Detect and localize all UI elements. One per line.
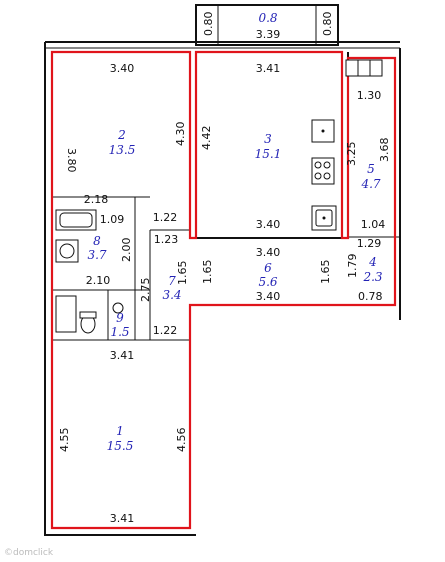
- dim-r1-top: 3.41: [110, 349, 135, 362]
- dim-r3-bottom: 3.40: [256, 218, 281, 231]
- room-balcony: 0.8: [258, 11, 277, 25]
- svg-text:3.4: 3.4: [162, 288, 181, 302]
- dim-balcony-right: 0.80: [321, 12, 334, 37]
- radiator-icon: [345, 59, 383, 77]
- svg-text:6: 6: [264, 261, 272, 275]
- svg-text:7: 7: [168, 274, 176, 288]
- balcony: [195, 4, 339, 46]
- washbasin-icon: [55, 239, 79, 263]
- dim-r5-right: 3.68: [378, 138, 391, 163]
- outer-walls: [44, 41, 401, 536]
- shower-icon: [55, 295, 124, 333]
- svg-text:2.3: 2.3: [362, 270, 382, 284]
- svg-text:15.5: 15.5: [107, 439, 134, 453]
- dim-r8-top-b: 1.09: [100, 213, 125, 226]
- dim-r6-bottom: 3.40: [256, 290, 281, 303]
- dim-r7-right: 1.65: [176, 261, 189, 286]
- svg-text:15.1: 15.1: [255, 147, 282, 161]
- dim-r3-left: 4.42: [200, 126, 213, 151]
- dim-r8-bottom: 2.10: [86, 274, 111, 287]
- svg-text:2: 2: [117, 128, 126, 142]
- dim-r4-bottom: 0.78: [358, 290, 383, 303]
- watermark: ©domclick: [4, 548, 54, 558]
- dim-r5-bottom: 1.04: [361, 218, 386, 231]
- dim-r2-top: 3.40: [110, 62, 135, 75]
- kitchen-sink-icon: [311, 205, 337, 231]
- room-4: 4 2.3: [362, 255, 382, 284]
- kitchen-stove-icon: [311, 157, 335, 185]
- dim-r1-left: 4.55: [58, 428, 71, 453]
- bathtub-icon: [55, 209, 97, 231]
- room-3: 3 15.1: [255, 132, 282, 161]
- dim-r6-right: 1.65: [319, 260, 332, 285]
- svg-text:9: 9: [116, 311, 124, 325]
- dim-r6-left: 1.65: [201, 260, 214, 285]
- dim-r8-top-a: 2.18: [84, 193, 109, 206]
- dim-r1-right: 4.56: [175, 428, 188, 453]
- dim-r2-right: 4.30: [174, 122, 187, 147]
- room-1: 1 15.5: [107, 424, 134, 453]
- dim-r5-top: 1.30: [357, 89, 382, 102]
- room-2: 2 13.5: [109, 128, 136, 157]
- dim-r1-bottom: 3.41: [110, 512, 135, 525]
- svg-text:5.6: 5.6: [258, 275, 277, 289]
- dim-corridor-inner: 1.23: [154, 233, 179, 246]
- svg-text:1.5: 1.5: [110, 325, 129, 339]
- svg-text:0.8: 0.8: [258, 11, 277, 25]
- kitchen-counter-icon: [311, 119, 335, 143]
- svg-text:1: 1: [116, 424, 124, 438]
- dimension-labels: 0.80 0.80 3.39 3.40 3.80 4.30 3.41 4.42 …: [58, 12, 391, 526]
- dim-balcony-left: 0.80: [202, 12, 215, 37]
- dim-r2-left: 3.80: [65, 148, 78, 173]
- dim-r6-top: 3.40: [256, 246, 281, 259]
- dim-r3-top: 3.41: [256, 62, 281, 75]
- svg-text:5: 5: [367, 162, 375, 176]
- room-8: 8 3.7: [87, 234, 106, 262]
- dim-r4-top: 1.29: [357, 237, 382, 250]
- dim-r4-left: 1.79: [346, 254, 359, 279]
- dim-r8-right: 2.00: [120, 238, 133, 263]
- svg-text:13.5: 13.5: [109, 143, 136, 157]
- toilet-icon: [79, 311, 97, 334]
- dim-balcony-width: 3.39: [256, 28, 281, 41]
- svg-text:4.7: 4.7: [360, 177, 380, 191]
- svg-text:4: 4: [368, 255, 377, 269]
- dim-corridor-width: 1.22: [153, 211, 178, 224]
- dim-r5-left: 3.25: [345, 142, 358, 167]
- dim-r7-left: 2.75: [139, 278, 152, 303]
- room-7: 7 3.4: [162, 274, 181, 302]
- svg-text:3: 3: [264, 132, 272, 146]
- svg-text:8: 8: [93, 234, 101, 248]
- room-9: 9 1.5: [110, 311, 129, 339]
- highlight-outline: [50, 50, 397, 530]
- room-5: 5 4.7: [360, 162, 380, 191]
- svg-text:3.7: 3.7: [87, 248, 106, 262]
- room-6: 6 5.6: [258, 261, 277, 289]
- dim-r9-width: 1.22: [153, 324, 178, 337]
